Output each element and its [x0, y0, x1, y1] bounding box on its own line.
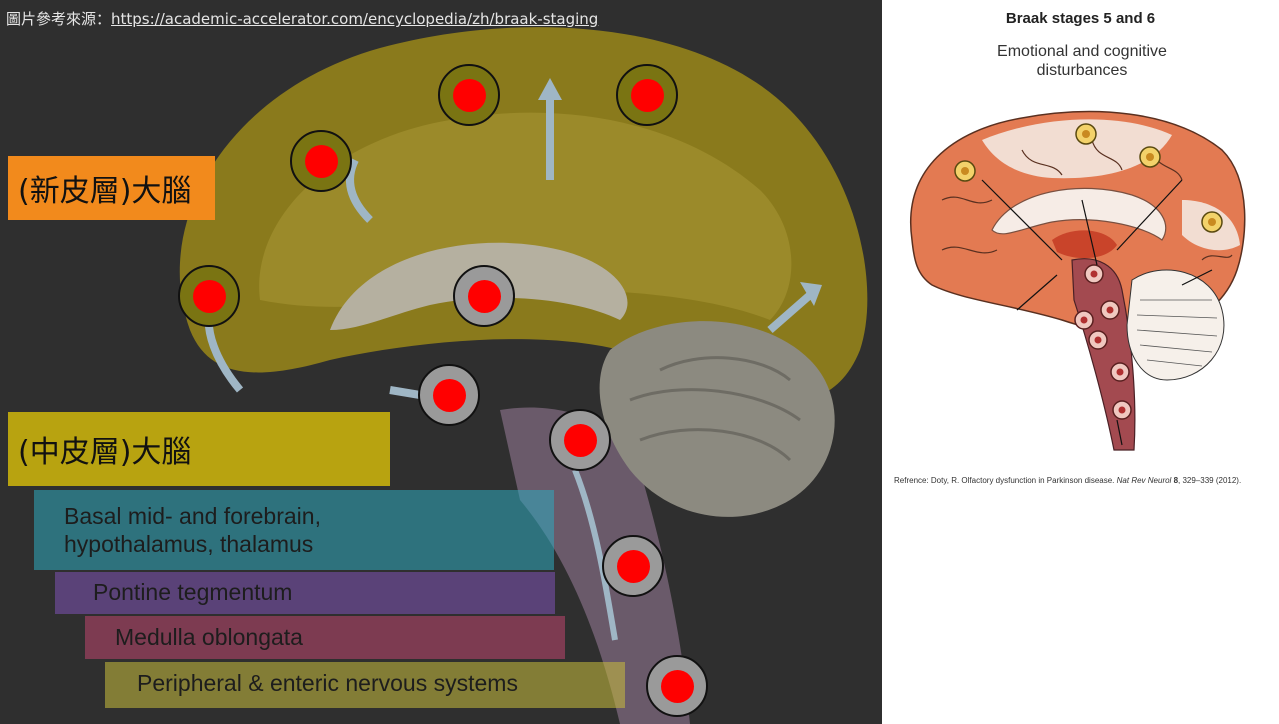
ref-prefix: Refrence: Doty, R. Olfactory dysfunction… [894, 476, 1115, 485]
arrow [767, 291, 813, 334]
braak-title: Braak stages 5 and 6 [1005, 10, 1156, 27]
brainstem-lesion-markers [1074, 264, 1132, 420]
lesion-marker [549, 409, 611, 471]
marker-dot [563, 423, 597, 457]
ref-journal: Nat Rev Neurol [1116, 476, 1172, 485]
cerebellum-folds [629, 356, 801, 462]
marker-dot [432, 378, 466, 412]
band-medulla: Medulla oblongata [85, 616, 565, 659]
marker-dot [304, 144, 338, 178]
band-peripheral: Peripheral & enteric nervous systems [105, 662, 625, 708]
arrow [572, 468, 618, 641]
cortical-lesion-markers [954, 123, 1223, 233]
arrow [389, 386, 421, 399]
left-panel: 圖片參考來源：https://academic-accelerator.com/… [0, 0, 882, 724]
band-label: Peripheral & enteric nervous systems [137, 670, 518, 696]
arrow [346, 158, 373, 223]
spread-arrows [981, 179, 1213, 446]
corpus-callosum [991, 187, 1167, 241]
band-label: Basal mid- and forebrain, hypothalamus, … [64, 503, 321, 557]
ref-suffix: , 329–339 (2012). [1178, 476, 1242, 485]
lesion-marker [418, 364, 480, 426]
source-prefix: 圖片參考來源： [6, 10, 112, 28]
neocortex-label: (新皮層)大腦 [8, 156, 215, 220]
right-panel: Braak stages 5 and 6 Emotional and cogni… [882, 0, 1279, 724]
lesion-marker [438, 64, 500, 126]
braak-brain-figure [910, 110, 1246, 451]
braak-subtitle: Emotional and cognitive disturbances [997, 43, 1167, 79]
lesion-marker [616, 64, 678, 126]
gyri [941, 139, 1233, 261]
band-label: Pontine tegmentum [93, 579, 293, 605]
cerebellum [1126, 269, 1225, 381]
source-link[interactable]: https://academic-accelerator.com/encyclo… [111, 10, 599, 28]
cerebellum-folds [1136, 299, 1218, 367]
lesion-marker [290, 130, 352, 192]
pale-region [982, 119, 1172, 179]
band-basal-forebrain: Basal mid- and forebrain, hypothalamus, … [34, 490, 554, 570]
marker-dot [192, 279, 226, 313]
ref-volume: 8 [1173, 476, 1179, 485]
thalamus [1052, 230, 1117, 259]
marker-dot [630, 78, 664, 112]
lesion-marker [602, 535, 664, 597]
band-label: Medulla oblongata [115, 624, 303, 650]
marker-dot [660, 669, 694, 703]
band-pontine: Pontine tegmentum [55, 572, 555, 614]
arrow-head [800, 282, 822, 306]
mesocortex-label: (中皮層)大腦 [8, 412, 390, 486]
image-source: 圖片參考來源：https://academic-accelerator.com/… [6, 8, 598, 29]
lesion-marker [178, 265, 240, 327]
lesion-marker [646, 655, 708, 717]
arrow-head [538, 78, 562, 100]
marker-dot [616, 549, 650, 583]
reference-citation: Refrence: Doty, R. Olfactory dysfunction… [894, 476, 1279, 485]
marker-dot [452, 78, 486, 112]
lesion-marker [453, 265, 515, 327]
brain-illustration [179, 27, 868, 724]
brainstem [500, 407, 690, 724]
marker-dot [467, 279, 501, 313]
